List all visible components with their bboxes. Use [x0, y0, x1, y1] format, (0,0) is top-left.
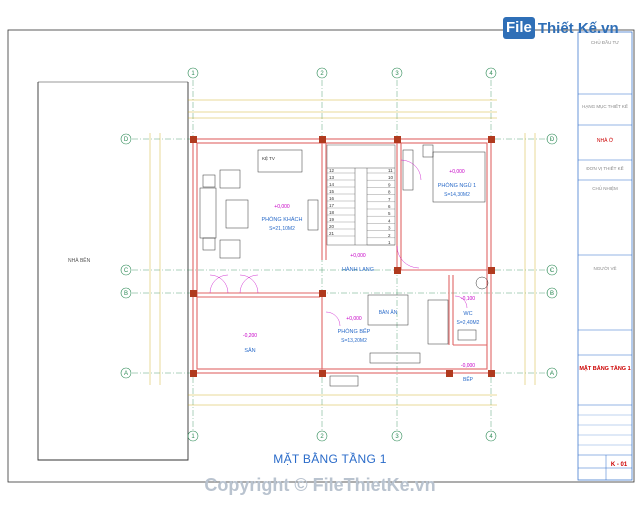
staircase: [326, 144, 396, 246]
svg-text:A: A: [124, 371, 128, 377]
neighbor-label: NHÀ BÊN: [68, 256, 91, 264]
svg-text:B: B: [550, 291, 554, 297]
svg-text:+0,000: +0,000: [274, 204, 290, 210]
svg-text:S=14,30M2: S=14,30M2: [444, 192, 470, 198]
stair-number: 7: [388, 197, 391, 202]
living-furniture: KỆ TV: [199, 149, 319, 259]
dining-kitchen-furniture: [329, 294, 449, 387]
svg-text:WC: WC: [463, 311, 472, 317]
sheet-border: [7, 29, 635, 483]
room-kitchen: +0,000 PHÒNG BẾP S=13,20M2: [338, 316, 371, 344]
svg-text:4: 4: [489, 71, 493, 77]
grid-bubbles: 1 2 3 4 1 2 3 4 D C B A D C B A: [120, 67, 558, 442]
stair-number: 20: [329, 224, 335, 229]
title-block: CHỦ ĐẦU TƯ HẠNG MỤC THIẾT KẾ NHÀ Ở ĐƠN V…: [577, 31, 633, 481]
room-yard: -0,200 SÂN: [243, 333, 257, 354]
svg-text:S=2,40M2: S=2,40M2: [457, 320, 480, 326]
tv-label: KỆ TV: [262, 154, 275, 161]
room-bed1: +0,000 PHÒNG NGỦ 1 S=14,30M2: [438, 169, 477, 198]
svg-text:PHÒNG NGỦ 1: PHÒNG NGỦ 1: [438, 182, 477, 189]
svg-text:HÀNH LANG: HÀNH LANG: [342, 266, 374, 273]
svg-text:+0,000: +0,000: [350, 253, 366, 259]
svg-text:3: 3: [395, 434, 399, 440]
stair-number: 21: [329, 231, 335, 236]
stair-number: 5: [388, 211, 391, 216]
svg-text:HẠNG MỤC THIẾT KẾ: HẠNG MỤC THIẾT KẾ: [582, 103, 628, 109]
stair-number: 4: [388, 218, 391, 223]
svg-text:BẾP: BẾP: [463, 376, 474, 383]
svg-text:S=21,10M2: S=21,10M2: [269, 226, 295, 232]
svg-text:1: 1: [191, 434, 195, 440]
room-wc: -0,100 WC S=2,40M2: [457, 296, 480, 326]
dining-label: BÀN ĂN: [379, 309, 398, 316]
svg-text:C: C: [124, 268, 129, 274]
svg-text:+0,000: +0,000: [449, 169, 465, 175]
svg-text:1: 1: [191, 71, 195, 77]
svg-text:-0,200: -0,200: [243, 333, 257, 339]
svg-text:2: 2: [320, 71, 324, 77]
stair-number: 16: [329, 196, 335, 201]
room-back: -0,000 BẾP: [461, 363, 475, 383]
columns: [190, 136, 495, 377]
copyright-watermark: Copyright © FileThietKe.vn: [204, 475, 436, 495]
stair-number: 19: [329, 217, 335, 222]
stair-number: 13: [329, 175, 335, 180]
stair-number: 3: [388, 226, 391, 231]
site-logo[interactable]: File Thiết Kế.vn: [503, 15, 619, 41]
neighbor-house: NHÀ BÊN: [37, 81, 189, 461]
svg-text:NGƯỜI VẼ: NGƯỜI VẼ: [594, 265, 617, 271]
svg-text:A: A: [550, 371, 554, 377]
stair-number: 17: [329, 203, 335, 208]
svg-text:D: D: [124, 137, 129, 143]
stair-number: 15: [329, 189, 335, 194]
svg-text:C: C: [550, 268, 555, 274]
svg-text:S=13,20M2: S=13,20M2: [341, 338, 367, 344]
svg-text:3: 3: [395, 71, 399, 77]
svg-text:SÂN: SÂN: [244, 347, 255, 354]
svg-text:PHÒNG KHÁCH: PHÒNG KHÁCH: [262, 216, 303, 223]
svg-text:-0,000: -0,000: [461, 363, 475, 369]
stair-number: 12: [329, 168, 335, 173]
stair-number: 6: [388, 204, 391, 209]
svg-text:-0,100: -0,100: [461, 296, 475, 302]
svg-text:4: 4: [489, 434, 493, 440]
stair-number: 18: [329, 210, 335, 215]
wc-fixtures: [457, 276, 489, 341]
grid-lines: [132, 80, 552, 430]
svg-text:MẶT BẰNG TẦNG 1: MẶT BẰNG TẦNG 1: [579, 364, 630, 372]
walls: [192, 138, 492, 374]
logo-text: Thiết Kế.vn: [537, 19, 619, 37]
room-living: +0,000 PHÒNG KHÁCH S=21,10M2: [262, 204, 303, 232]
svg-text:D: D: [550, 137, 555, 143]
svg-text:B: B: [124, 291, 128, 297]
svg-text:2: 2: [320, 434, 324, 440]
svg-text:NHÀ Ở: NHÀ Ở: [597, 137, 614, 144]
svg-text:+0,000: +0,000: [346, 316, 362, 322]
svg-text:ĐƠN VỊ THIẾT KẾ: ĐƠN VỊ THIẾT KẾ: [586, 165, 623, 171]
plan-title: MẶT BẰNG TẦNG 1: [273, 452, 387, 466]
dimension-lines: [149, 99, 536, 406]
stair-number: 14: [329, 182, 335, 187]
room-hall: +0,000 HÀNH LANG: [342, 253, 374, 273]
stair-number: 8: [388, 190, 391, 195]
svg-text:PHÒNG BẾP: PHÒNG BẾP: [338, 328, 371, 335]
logo-box: File: [503, 17, 535, 39]
stair-number: 2: [388, 233, 391, 238]
stair-number: 11: [388, 168, 393, 173]
bedroom-furniture: [402, 144, 486, 203]
stair-number: 10: [388, 175, 394, 180]
stair-number: 9: [388, 182, 391, 187]
svg-text:K - 01: K - 01: [611, 462, 628, 468]
svg-text:CHỦ NHIỆM: CHỦ NHIỆM: [592, 184, 618, 191]
stair-number: 1: [388, 240, 391, 245]
doors: [209, 159, 468, 327]
svg-text:CHỦ ĐẦU TƯ: CHỦ ĐẦU TƯ: [591, 39, 619, 45]
